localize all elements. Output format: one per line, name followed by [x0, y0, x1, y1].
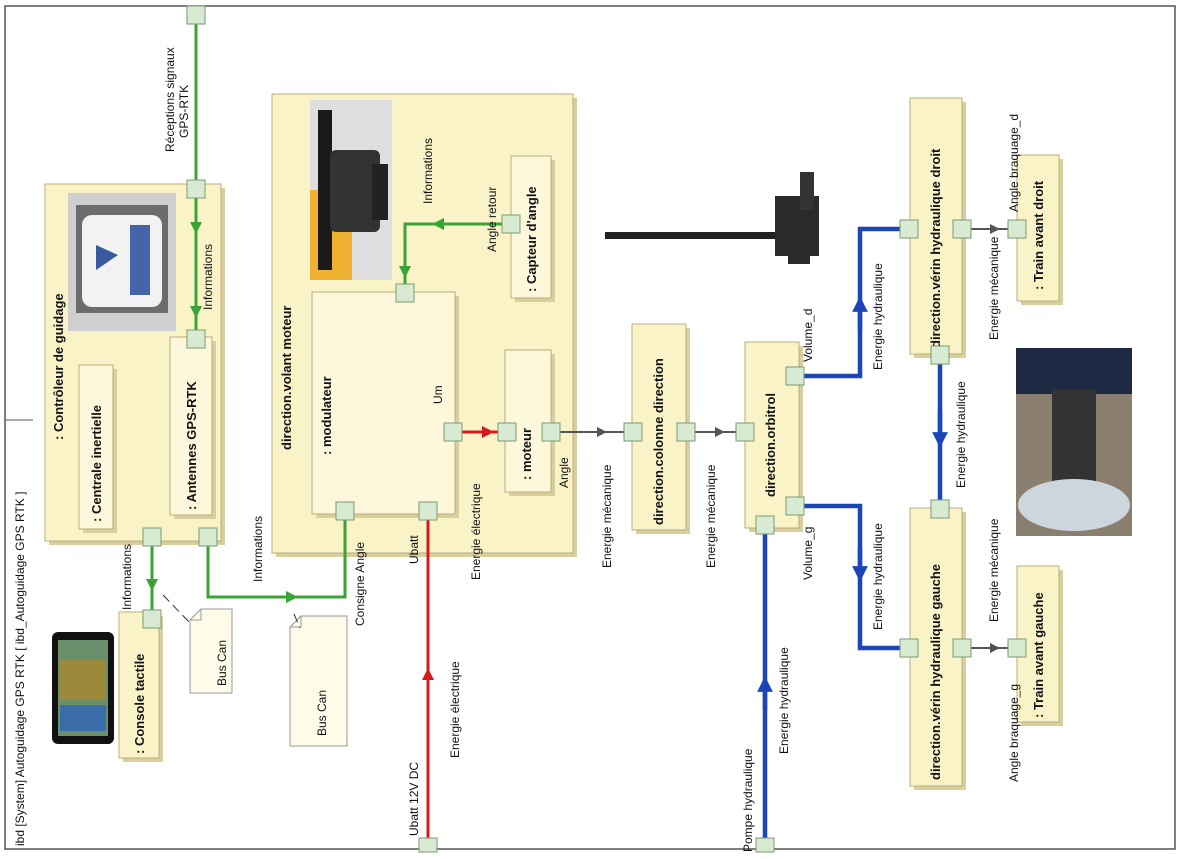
port-orbitrol-in [735, 422, 755, 442]
port-ubatt-bottom [418, 837, 438, 853]
label-receptions-1: Réceptions signaux [163, 47, 177, 152]
port-ctrl-left [142, 527, 162, 547]
port-colonne-in [623, 422, 643, 442]
volant-label: direction.volant moteur [279, 306, 294, 450]
port-verin-g-out [952, 638, 972, 658]
label-um: Um [431, 385, 445, 404]
link-bus-can-1 [162, 594, 193, 626]
port-verin-g-in [899, 638, 919, 658]
label-hydr-4: Energie hydraulique [777, 647, 791, 754]
port-capteur [501, 214, 521, 234]
port-gps-top [186, 5, 206, 25]
port-verin-d-in [899, 219, 919, 239]
label-meca-2: Energie mécanique [704, 464, 718, 568]
label-volume-d: Volume_d [801, 309, 815, 362]
label-meca-4: Energie mécanique [987, 518, 1001, 622]
link-bus-can-2 [293, 613, 301, 629]
antennes-label: : Antennes GPS-RTK [184, 381, 199, 510]
label-hydr-2: Energie hydraulique [871, 523, 885, 630]
port-colonne-out [676, 422, 696, 442]
block-modulateur[interactable] [311, 291, 459, 518]
label-informations-console: Informations [120, 544, 134, 610]
steering-column-image [605, 172, 819, 264]
capteur-label: : Capteur d'angle [524, 186, 539, 292]
bus-can-2-label: Bus Can [315, 690, 329, 736]
label-consigne-angle: Consigne Angle [353, 542, 367, 626]
label-pompe: Pompe hydraulique [741, 748, 755, 852]
port-verin-g-top [930, 499, 950, 519]
label-energie-electrique-1: Energie électrique [448, 661, 462, 758]
port-ubatt [418, 501, 438, 521]
console-label: : Console tactile [132, 654, 147, 754]
gps-receiver-image [68, 193, 176, 331]
port-ctrl-right [198, 527, 218, 547]
port-volume-d [785, 366, 805, 386]
verin-droit-label: direction.vérin hydraulique droit [928, 148, 943, 348]
label-hydr-3: Energie hydraulique [954, 381, 968, 488]
label-ubatt: Ubatt [407, 535, 421, 564]
block-train-avant-droit[interactable] [1016, 154, 1063, 305]
train-droit-label: : Train avant droit [1031, 180, 1046, 290]
block-antennes-gps[interactable] [169, 336, 216, 519]
tablet-image [52, 632, 114, 744]
label-informations-volant: Informations [421, 138, 435, 204]
block-console-tactile[interactable] [118, 611, 163, 762]
port-consigne [335, 501, 355, 521]
port-verin-d-bottom [930, 345, 950, 365]
controleur-label: : Contrôleur de guidage [51, 293, 66, 440]
label-energie-electrique-2: Energie électrique [469, 483, 483, 580]
block-moteur[interactable] [504, 349, 555, 496]
train-gauche-label: : Train avant gauche [1031, 592, 1046, 718]
frame-tab [4, 419, 33, 850]
label-braquage-g: Angle braquage_g [1007, 684, 1021, 782]
colonne-label: direction.colonne direction [651, 358, 666, 525]
port-modulateur-info [395, 283, 415, 303]
label-angle: Angle [557, 457, 571, 488]
label-volume-g: Volume_g [801, 527, 815, 580]
port-antennes [186, 329, 206, 349]
port-pompe-bottom [755, 837, 775, 853]
port-train-d [1007, 219, 1027, 239]
modulateur-label: : modulateur [319, 376, 334, 455]
ports [142, 5, 1027, 853]
label-hydr-1: Energie hydraulique [871, 263, 885, 370]
label-meca-1: Energie mécanique [600, 464, 614, 568]
steering-wheel-image [310, 100, 392, 280]
block-verin-droit[interactable] [909, 97, 966, 358]
port-um [443, 422, 463, 442]
centrale-label: : Centrale inertielle [89, 405, 104, 522]
port-volume-g [785, 496, 805, 516]
bus-can-note-2[interactable] [289, 615, 348, 747]
bus-can-1-label: Bus Can [215, 640, 229, 686]
block-centrale-inertielle[interactable] [78, 364, 117, 533]
verin-gauche-label: direction.vérin hydraulique gauche [928, 564, 943, 780]
label-receptions-2: GPS-RTK [177, 85, 191, 138]
port-moteur-in [497, 422, 517, 442]
port-pompe-top [755, 515, 775, 535]
orbitrol-label: direction.orbitrol [763, 393, 778, 497]
port-moteur-out [541, 422, 561, 442]
label-informations-bus: Informations [251, 516, 265, 582]
label-ubatt-12v: Ubatt 12V DC [407, 762, 421, 836]
wheel-photo [1016, 348, 1132, 536]
label-meca-3: Energie mécanique [987, 236, 1001, 340]
port-verin-d-out [952, 219, 972, 239]
label-angle-retour: Angle retour [485, 187, 499, 252]
label-braquage-d: Angle braquage_d [1007, 114, 1021, 212]
frame-title: ibd [System] Autoguidage GPS RTK [ ibd_A… [13, 492, 27, 846]
bus-can-note-1[interactable] [189, 608, 233, 694]
moteur-label: : moteur [519, 428, 534, 480]
port-train-g [1007, 638, 1027, 658]
port-console [142, 609, 162, 629]
port-ctrl-top [186, 179, 206, 199]
label-informations-ctrl: Informations [201, 244, 215, 310]
